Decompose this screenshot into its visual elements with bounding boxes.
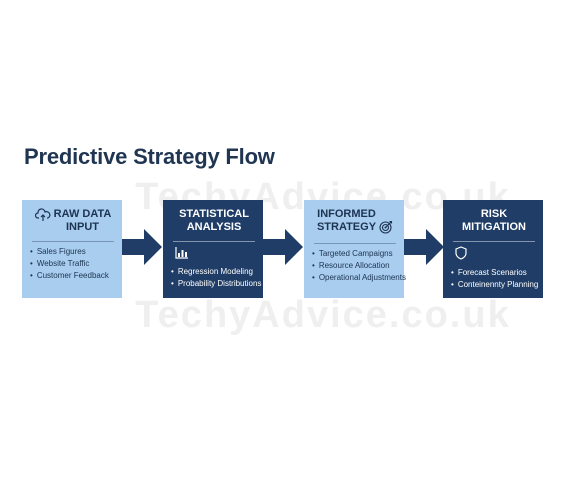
- list-item: Regression Modeling: [171, 266, 257, 278]
- divider: [453, 241, 535, 242]
- divider: [173, 241, 255, 242]
- arrow-right-icon: [404, 229, 444, 265]
- step-heading-line1: RISK: [480, 208, 508, 220]
- step-heading-line1: RAW DATA: [53, 208, 112, 220]
- step-items: Targeted Campaigns Resource Allocation O…: [312, 248, 406, 284]
- step-heading: RISK MITIGATION: [451, 208, 537, 236]
- step-items: Sales Figures Website Traffic Customer F…: [30, 246, 116, 282]
- list-item: Probability Distributions: [171, 278, 262, 290]
- step-heading-line2: MITIGATION: [462, 221, 526, 233]
- step-heading-line2: INPUT: [65, 221, 99, 233]
- arrow-right-icon: [263, 229, 303, 265]
- divider: [314, 243, 396, 244]
- arrow-right-icon: [122, 229, 162, 265]
- step-risk-mitigation: RISK MITIGATION Forecast Scenarios Conte…: [443, 200, 543, 298]
- step-heading: INFORMED STRATEGY: [312, 208, 398, 238]
- step-heading-line2: STRATEGY: [316, 221, 377, 233]
- divider: [32, 241, 114, 242]
- step-informed-strategy: INFORMED STRATEGY Targeted Campaigns Res…: [304, 200, 406, 298]
- list-item: Conteinennty Planning: [451, 279, 539, 291]
- target-icon: [379, 220, 393, 238]
- step-heading-line1: STATISTICAL: [179, 208, 249, 220]
- watermark-bottom: TechyAdvice.co.uk: [135, 294, 511, 336]
- list-item: Resource Allocation: [312, 260, 398, 272]
- cloud-upload-icon: [34, 208, 51, 226]
- list-item: Targeted Campaigns: [312, 248, 398, 260]
- shield-icon: [455, 246, 537, 265]
- list-item: Website Traffic: [30, 258, 116, 270]
- list-item: Forecast Scenarios: [451, 267, 537, 279]
- step-items: Regression Modeling Probability Distribu…: [171, 266, 262, 290]
- list-item: Operational Adjustments: [312, 272, 406, 284]
- step-raw-data-input: RAW DATA INPUT Sales Figures Website Tra…: [22, 200, 122, 298]
- list-item: Customer Feedback: [30, 270, 116, 282]
- step-heading-line2: ANALYSIS: [186, 221, 242, 233]
- page-title: Predictive Strategy Flow: [24, 144, 275, 169]
- step-statistical-analysis: STATISTICAL ANALYSIS Regression Modeling…: [163, 200, 263, 298]
- step-heading: STATISTICAL ANALYSIS: [171, 208, 257, 236]
- bar-chart-icon: [175, 246, 257, 264]
- step-heading: RAW DATA INPUT: [30, 208, 116, 236]
- step-heading-line1: INFORMED: [317, 208, 376, 220]
- step-items: Forecast Scenarios Conteinennty Planning: [451, 267, 539, 291]
- list-item: Sales Figures: [30, 246, 116, 258]
